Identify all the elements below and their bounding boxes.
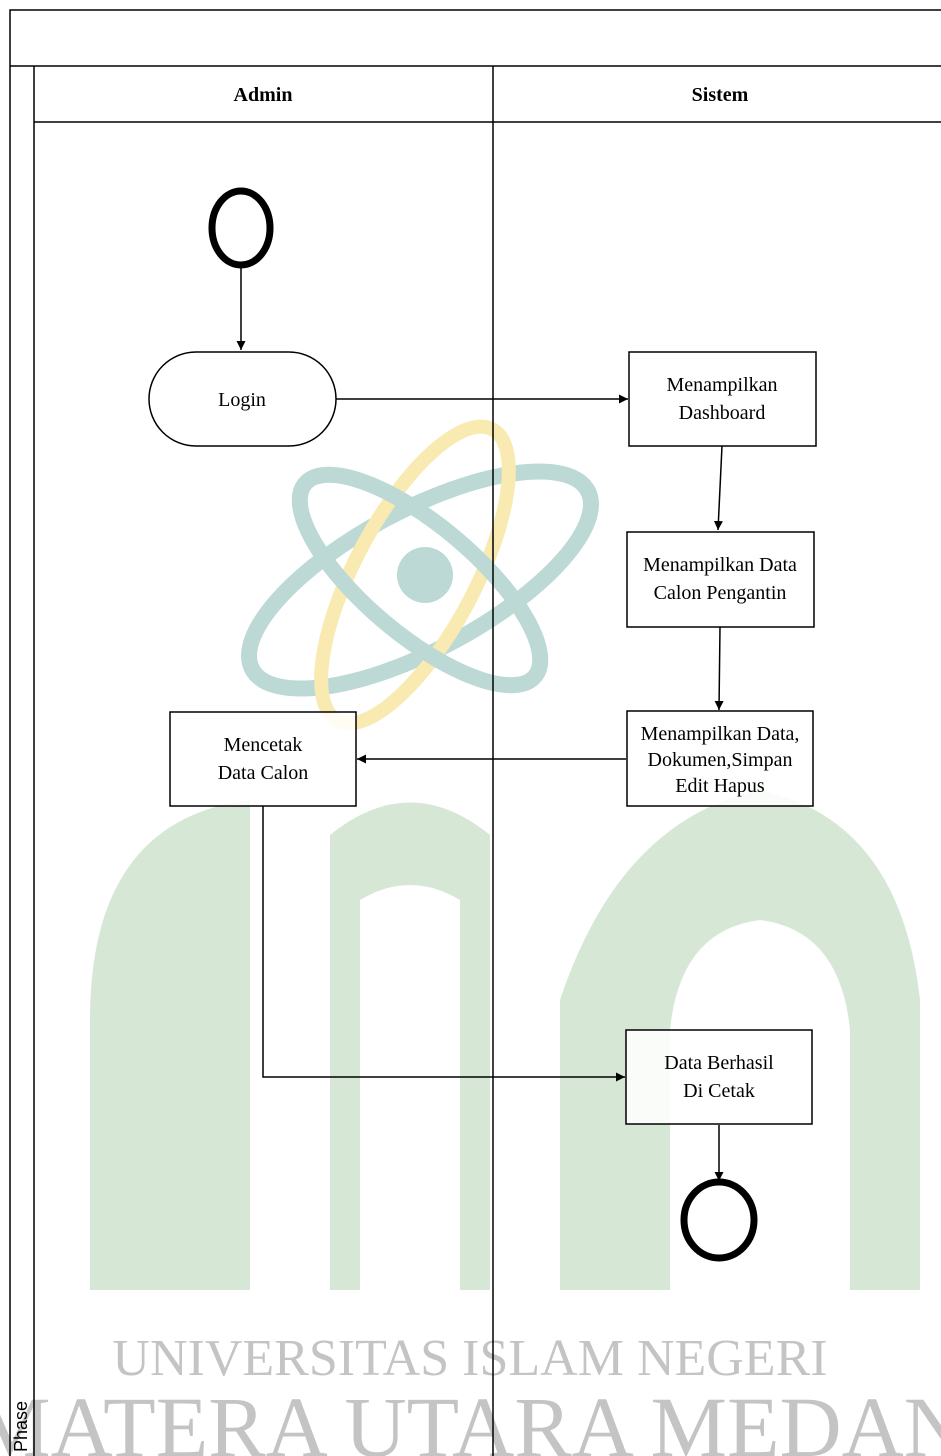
activity-data-berhasil-dicetak-shape [625,1029,813,1125]
activity-mencetak-data-calon-line2: Data Calon [218,762,309,784]
watermark-arch-left [90,800,250,1290]
activity-menampilkan-data-dokumen-line1: Menampilkan Data, [641,723,800,745]
activity-data-berhasil-dicetak-line1: Data Berhasil [664,1052,774,1074]
edges [236,267,724,1181]
final-node [680,1178,758,1262]
swimlane-pool: Admin Sistem Phase [9,9,941,1456]
activity-login-shape [148,351,337,447]
lane-title-admin: Admin [234,84,293,106]
edge-mencetak-to-berhasil [262,806,625,1082]
pool-border [9,9,941,1456]
watermark-globe-icon [397,547,453,603]
lane-title-sistem: Sistem [692,84,749,106]
watermark-text-line1: UNIVERSITAS ISLAM NEGERI [112,1330,827,1387]
activity-menampilkan-data-dokumen-shape [626,710,814,807]
activity-menampilkan-data-dokumen-line2: Dokumen,Simpan [648,749,793,771]
activity-menampilkan-dashboard-shape [628,351,817,447]
activity-menampilkan-data-calon-line1: Menampilkan Data [643,554,797,576]
activity-menampilkan-dashboard-line2: Dashboard [679,402,766,424]
activity-mencetak-data-calon: Mencetak Data Calon [169,711,357,807]
activity-menampilkan-dashboard: Menampilkan Dashboard [628,351,817,447]
activity-menampilkan-data-dokumen-line3: Edit Hapus [675,775,765,797]
activity-data-berhasil-dicetak-line2: Di Cetak [683,1080,755,1102]
edge-data-calon-to-dokumen [714,626,724,711]
edge-dashboard-to-data-calon [713,445,723,531]
watermark-arch-center [330,802,490,1290]
activity-mencetak-data-calon-shape [169,711,357,807]
activity-menampilkan-data-calon-shape [626,531,815,628]
activity-menampilkan-data-dokumen: Menampilkan Data, Dokumen,Simpan Edit Ha… [626,710,814,807]
activity-login-label: Login [218,389,266,411]
phase-label: Phase [11,1401,31,1452]
activity-menampilkan-data-calon-line2: Calon Pengantin [654,582,787,604]
watermark-arch-right [560,790,920,1290]
activity-menampilkan-dashboard-line1: Menampilkan [666,374,777,396]
activity-login: Login [148,351,337,447]
activity-mencetak-data-calon-line1: Mencetak [224,734,303,756]
watermark-text-line2: MATERA UTARA MEDAN [0,1379,941,1456]
watermark-orbit-teal-2 [291,466,549,694]
watermark-logo: UNIVERSITAS ISLAM NEGERI MATERA UTARA ME… [0,419,941,1456]
nodes: Login Menampilkan Dashboard Menampilkan … [148,187,817,1262]
initial-node [208,187,274,269]
activity-data-berhasil-dicetak: Data Berhasil Di Cetak [625,1029,813,1125]
activity-menampilkan-data-calon: Menampilkan Data Calon Pengantin [626,531,815,628]
